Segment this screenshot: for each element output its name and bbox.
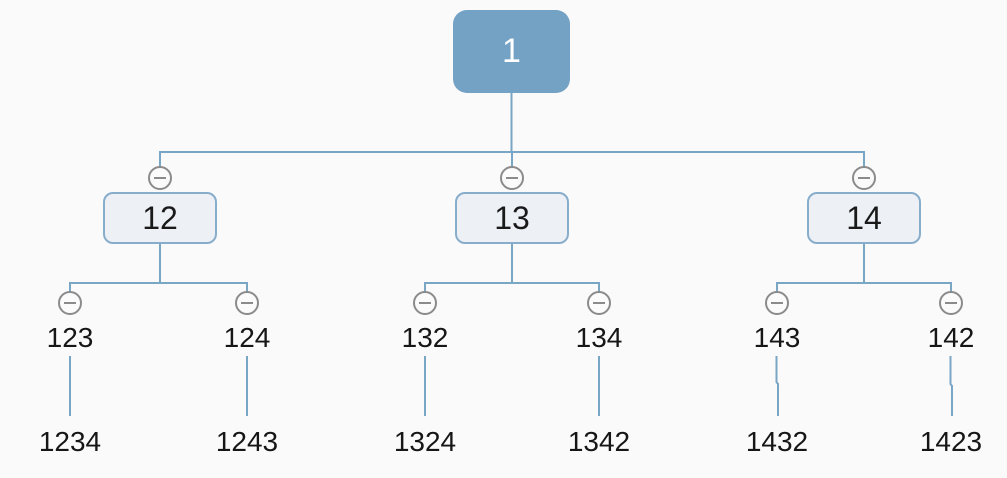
- tree-node-label: 14: [846, 199, 882, 236]
- tree-node-root-label: 1: [502, 32, 521, 70]
- tree-node-124[interactable]: 124: [223, 322, 271, 353]
- minus-bar: [771, 302, 783, 304]
- collapse-minus-icon-12[interactable]: [148, 166, 172, 190]
- collapse-minus-icon-134[interactable]: [587, 291, 611, 315]
- tree-node-1342[interactable]: 1342: [567, 426, 631, 457]
- tree-node-1423[interactable]: 1423: [919, 426, 983, 457]
- minus-bar: [419, 302, 431, 304]
- tree-node-label: 13: [494, 199, 530, 236]
- tree-node-142[interactable]: 142: [927, 322, 975, 353]
- collapse-minus-icon-142[interactable]: [939, 291, 963, 315]
- minus-bar: [506, 177, 518, 179]
- minus-bar: [858, 177, 870, 179]
- tree-node-root[interactable]: 1: [453, 10, 570, 93]
- tree-node-1243[interactable]: 1243: [215, 426, 279, 457]
- tree-node-134[interactable]: 134: [575, 322, 623, 353]
- minus-bar: [64, 302, 76, 304]
- tree-node-label: 12: [142, 199, 178, 236]
- connector-branch12-rail: [69, 282, 248, 293]
- collapse-minus-icon-132[interactable]: [413, 291, 437, 315]
- minus-bar: [154, 177, 166, 179]
- collapse-minus-icon-124[interactable]: [235, 291, 259, 315]
- tree-node-132[interactable]: 132: [401, 322, 449, 353]
- tree-node-13[interactable]: 13: [455, 192, 569, 244]
- minus-bar: [945, 302, 957, 304]
- minus-bar: [593, 302, 605, 304]
- minus-bar: [241, 302, 253, 304]
- tree-node-1432[interactable]: 1432: [745, 426, 809, 457]
- tree-node-1234[interactable]: 1234: [38, 426, 102, 457]
- collapse-minus-icon-14[interactable]: [852, 166, 876, 190]
- connector-branch13-rail: [424, 282, 600, 293]
- tree-node-12[interactable]: 12: [103, 192, 217, 244]
- tree-node-143[interactable]: 143: [753, 322, 801, 353]
- connector-branch14-rail: [776, 282, 952, 293]
- connector-142-leaf: [949, 356, 953, 416]
- tree-node-123[interactable]: 123: [46, 322, 94, 353]
- tree-node-14[interactable]: 14: [807, 192, 921, 244]
- collapse-minus-icon-123[interactable]: [58, 291, 82, 315]
- collapse-minus-icon-143[interactable]: [765, 291, 789, 315]
- tree-node-1324[interactable]: 1324: [393, 426, 457, 457]
- connector-143-leaf: [775, 356, 779, 416]
- collapse-minus-icon-13[interactable]: [500, 166, 524, 190]
